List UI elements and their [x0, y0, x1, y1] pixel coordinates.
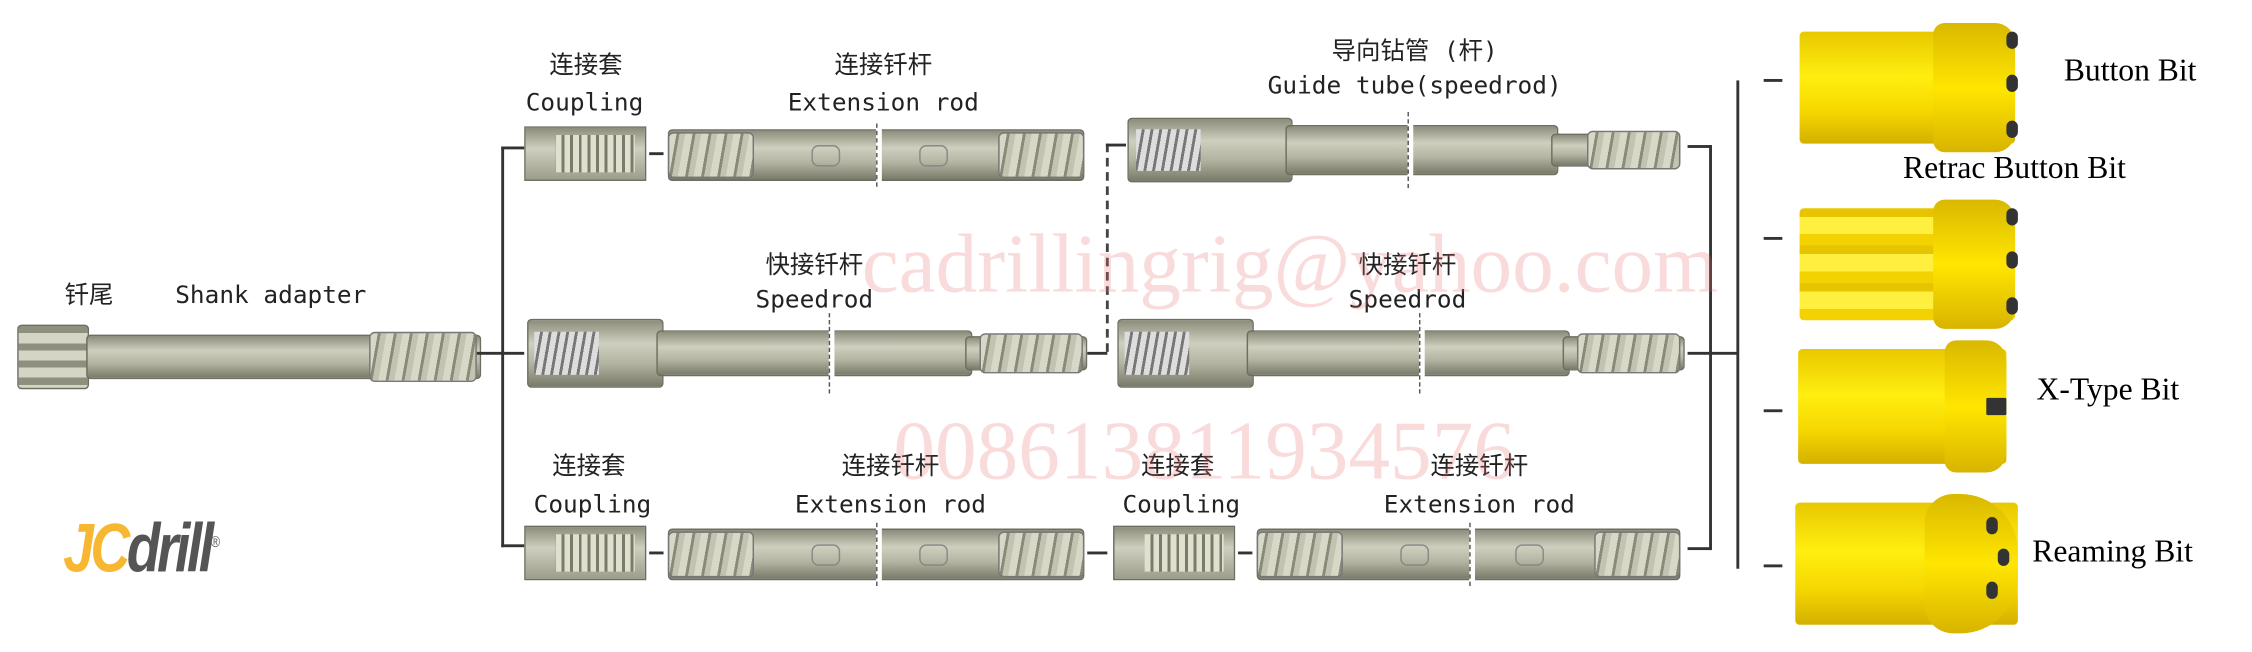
retrac-button-bit-image	[1799, 199, 2018, 329]
r1-extension-rod	[667, 123, 1085, 187]
shank-label-cn: 钎尾	[64, 281, 114, 311]
r1-extension-cn: 连接钎杆	[834, 51, 933, 81]
guide-tube-cn: 导向钻管 (杆)	[1331, 37, 1498, 67]
logo-drill: drill	[126, 511, 214, 588]
r3-extension1-cn: 连接钎杆	[841, 452, 940, 482]
r3-extension-rod-1	[667, 522, 1085, 586]
reaming-bit-image	[1795, 494, 2018, 634]
r1-coupling	[524, 126, 647, 181]
logo-registered-mark: ®	[210, 534, 220, 552]
guide-tube-en: Guide tube(speedrod)	[1267, 71, 1562, 101]
r1-coupling-cn: 连接套	[549, 51, 623, 81]
guide-tube	[1127, 112, 1687, 189]
r1-coupling-en: Coupling	[525, 89, 644, 118]
r3-coupling-1	[524, 525, 647, 581]
r1-extension-en: Extension rod	[787, 89, 979, 118]
r3-coupling1-cn: 连接套	[552, 452, 626, 482]
r2-speedrod2-en: Speedrod	[1348, 285, 1467, 315]
r3-extension2-cn: 连接钎杆	[1430, 452, 1529, 482]
logo-jc: JC	[63, 511, 130, 588]
r3-coupling2-cn: 连接套	[1141, 452, 1215, 482]
r2-speedrod-1	[527, 313, 1088, 394]
shank-adapter	[17, 324, 482, 390]
r3-extension2-en: Extension rod	[1383, 491, 1575, 520]
x-type-bit-image	[1798, 340, 2007, 473]
r3-coupling1-en: Coupling	[533, 491, 652, 520]
jcdrill-logo: JCdrill®	[63, 506, 220, 588]
shank-label-en: Shank adapter	[175, 281, 367, 311]
r2-speedrod1-cn: 快接钎杆	[765, 251, 864, 281]
r2-speedrod-2	[1117, 313, 1685, 394]
r3-extension-rod-2	[1256, 522, 1681, 586]
r2-speedrod2-cn: 快接钎杆	[1358, 251, 1457, 281]
reaming-bit-label: Reaming Bit	[2032, 532, 2193, 569]
button-bit-image	[1799, 22, 2018, 153]
r2-speedrod1-en: Speedrod	[755, 285, 874, 315]
r3-extension1-en: Extension rod	[794, 491, 987, 520]
watermark-phone: 008613811934576	[893, 403, 1516, 497]
button-bit-label: Button Bit	[2063, 51, 2197, 88]
r3-coupling2-en: Coupling	[1122, 491, 1241, 520]
watermark-email: cadrillingrig@yahoo.com	[861, 216, 1719, 311]
r3-coupling-2	[1113, 525, 1236, 581]
retrac-button-bit-label: Retrac Button Bit	[1902, 149, 2126, 186]
x-type-bit-label: X-Type Bit	[2036, 370, 2180, 407]
